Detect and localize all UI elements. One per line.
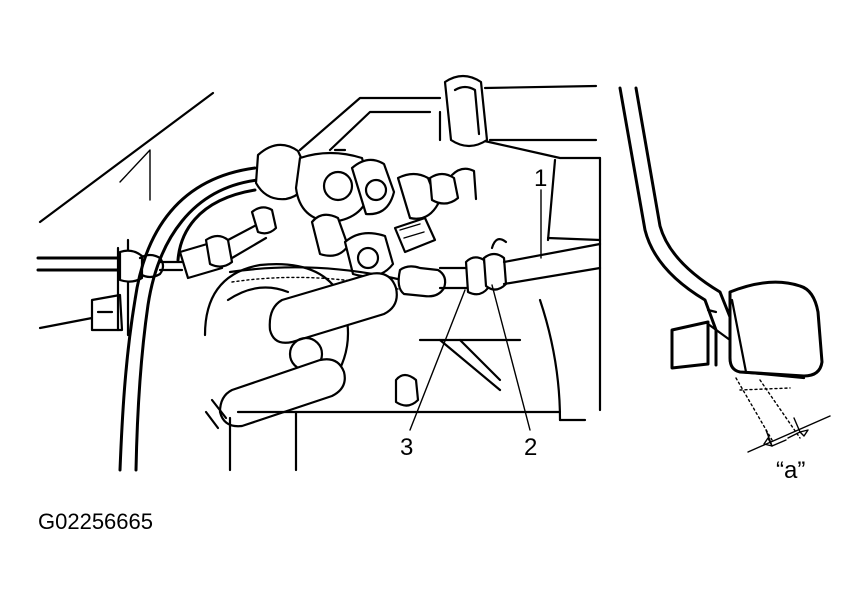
callout-2: 2 (524, 434, 537, 461)
body-edge-line-lower (119, 149, 151, 201)
figure-id-code: G02256665 (38, 509, 153, 534)
throttle-body (298, 96, 602, 422)
cable-clip-assembly (464, 236, 602, 296)
leader-line-3 (409, 289, 466, 431)
pedal-arm-back (634, 86, 734, 368)
pedal-arm (618, 86, 718, 367)
intake-hose (443, 74, 598, 148)
left-cable-bracket (36, 238, 184, 337)
callout-a: “a” (776, 457, 805, 484)
callout-1: 1 (534, 165, 547, 192)
accelerator-pedal-view: “a” (618, 86, 831, 484)
pedal-pad (728, 280, 824, 380)
pedal-bracket (706, 308, 732, 364)
body-edge-line (38, 91, 215, 224)
cable-adjuster-left (178, 206, 278, 280)
pedal-stopper (670, 320, 710, 370)
throttle-linkage-assembly (254, 143, 478, 278)
left-lower-linkage (90, 293, 124, 332)
leader-line-2 (491, 284, 531, 431)
callout-3: 3 (400, 434, 413, 461)
pedal-travel-line-2 (759, 379, 801, 439)
throttle-lever-pulley (203, 263, 562, 472)
pedal-travel-line-3 (739, 387, 791, 391)
dimension-a (747, 415, 831, 453)
left-lower-rod (38, 316, 94, 330)
engine-throttle-view: 1 2 3 (36, 74, 602, 472)
